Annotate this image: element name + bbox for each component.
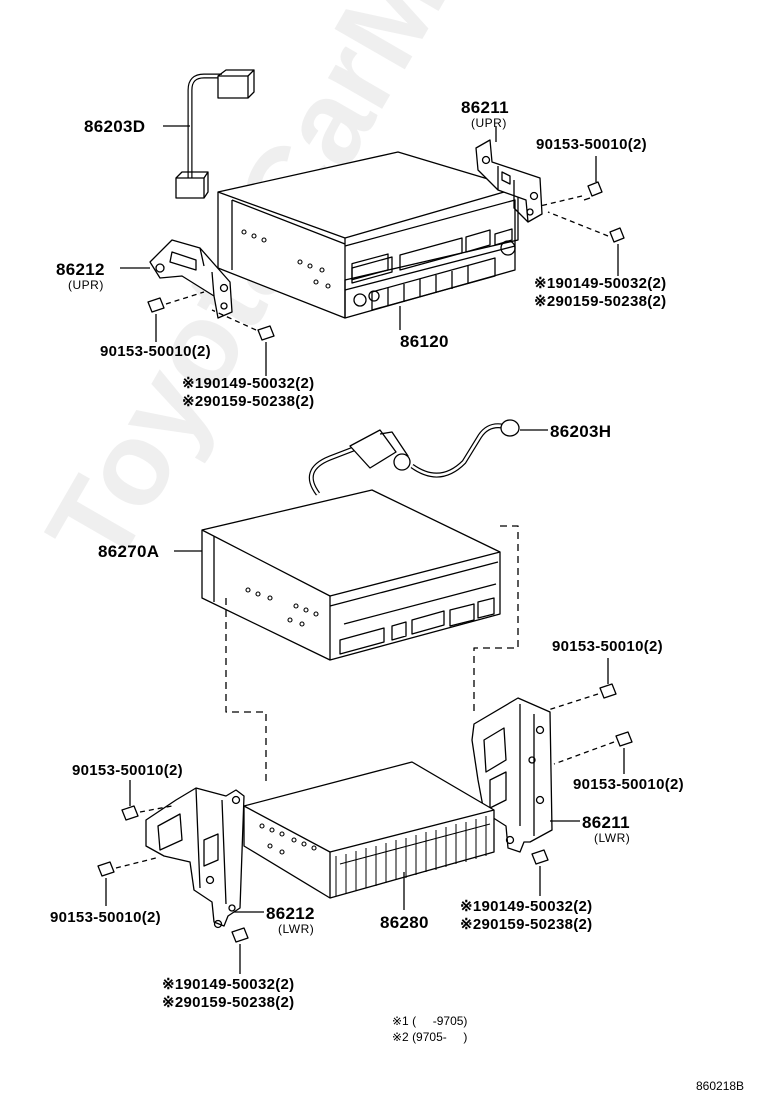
label-86211-lwr: 86211 xyxy=(582,813,630,832)
note-2: ※2 (9705- ) xyxy=(392,1030,468,1044)
cable-86203h xyxy=(308,419,520,496)
label-86120: 86120 xyxy=(400,332,449,351)
amplifier-86280 xyxy=(243,761,495,899)
screw-90153-low-left-b xyxy=(97,861,115,877)
screw-90153-top-right xyxy=(583,181,603,201)
dash-screw-low-left-b xyxy=(115,857,157,869)
label-90159-low-left: ※290159-50238(2) xyxy=(162,994,295,1011)
label-86211-lwr-sub: (LWR) xyxy=(594,831,631,845)
bracket-86211-upr xyxy=(475,139,543,223)
label-90159-low-right: ※290159-50238(2) xyxy=(460,916,593,933)
label-86270a: 86270A xyxy=(98,542,160,561)
label-86203d: 86203D xyxy=(84,117,146,136)
bracket-86212-lwr xyxy=(145,787,245,929)
label-90153-low-right: 90153-50010(2) xyxy=(573,776,684,793)
dash-screw-mid-right xyxy=(547,693,599,711)
label-86203h: 86203H xyxy=(550,422,612,441)
label-86211-upr: 86211 xyxy=(461,98,509,117)
label-86212-upr-sub: (UPR) xyxy=(68,278,104,292)
screw-90153-low-left-a xyxy=(121,805,139,821)
alignment-dash-lines xyxy=(225,525,519,782)
dash-screw-top-right-b xyxy=(547,211,609,237)
label-90153-mid-right: 90153-50010(2) xyxy=(552,638,663,655)
label-90153-top-right: 90153-50010(2) xyxy=(536,136,647,153)
label-90153-top-left: 90153-50010(2) xyxy=(100,343,211,360)
label-90159-top-left: ※290159-50238(2) xyxy=(182,393,315,410)
label-90159-top-right: ※290159-50238(2) xyxy=(534,293,667,310)
label-86280: 86280 xyxy=(380,913,429,932)
label-86211-upr-sub: (UPR) xyxy=(471,116,507,130)
dash-screw-top-left-a xyxy=(165,291,205,305)
screw-90149-low-right xyxy=(531,849,549,865)
diagram-code: 860218B xyxy=(696,1079,745,1093)
label-90149-low-left: ※190149-50032(2) xyxy=(162,976,295,993)
dash-screw-low-right xyxy=(553,741,615,765)
label-86212-lwr: 86212 xyxy=(266,904,315,923)
radio-86120 xyxy=(217,151,519,319)
harness-86203d xyxy=(175,69,255,199)
dash-screw-low-left-a xyxy=(139,805,173,813)
label-90153-low-left-b: 90153-50010(2) xyxy=(50,909,161,926)
dash-screw-top-right-a xyxy=(539,195,583,207)
screw-90149-low-left xyxy=(231,927,249,943)
screw-90153-top-left xyxy=(147,297,165,313)
label-90149-top-right: ※190149-50032(2) xyxy=(534,275,667,292)
screw-90153-low-right xyxy=(615,731,633,747)
label-86212-lwr-sub: (LWR) xyxy=(278,922,315,936)
label-86212-upr: 86212 xyxy=(56,260,105,279)
changer-86270a xyxy=(201,489,501,661)
screw-90149-top-left xyxy=(257,325,275,341)
label-90149-top-left: ※190149-50032(2) xyxy=(182,375,315,392)
label-90149-low-right: ※190149-50032(2) xyxy=(460,898,593,915)
note-1: ※1 ( -9705) xyxy=(392,1014,468,1028)
bracket-86212-upr xyxy=(149,239,233,319)
screw-90149-top-right xyxy=(609,227,625,243)
dash-screw-top-left-b xyxy=(211,309,257,331)
screw-90153-mid-right xyxy=(599,683,617,699)
label-90153-low-left-a: 90153-50010(2) xyxy=(72,762,183,779)
